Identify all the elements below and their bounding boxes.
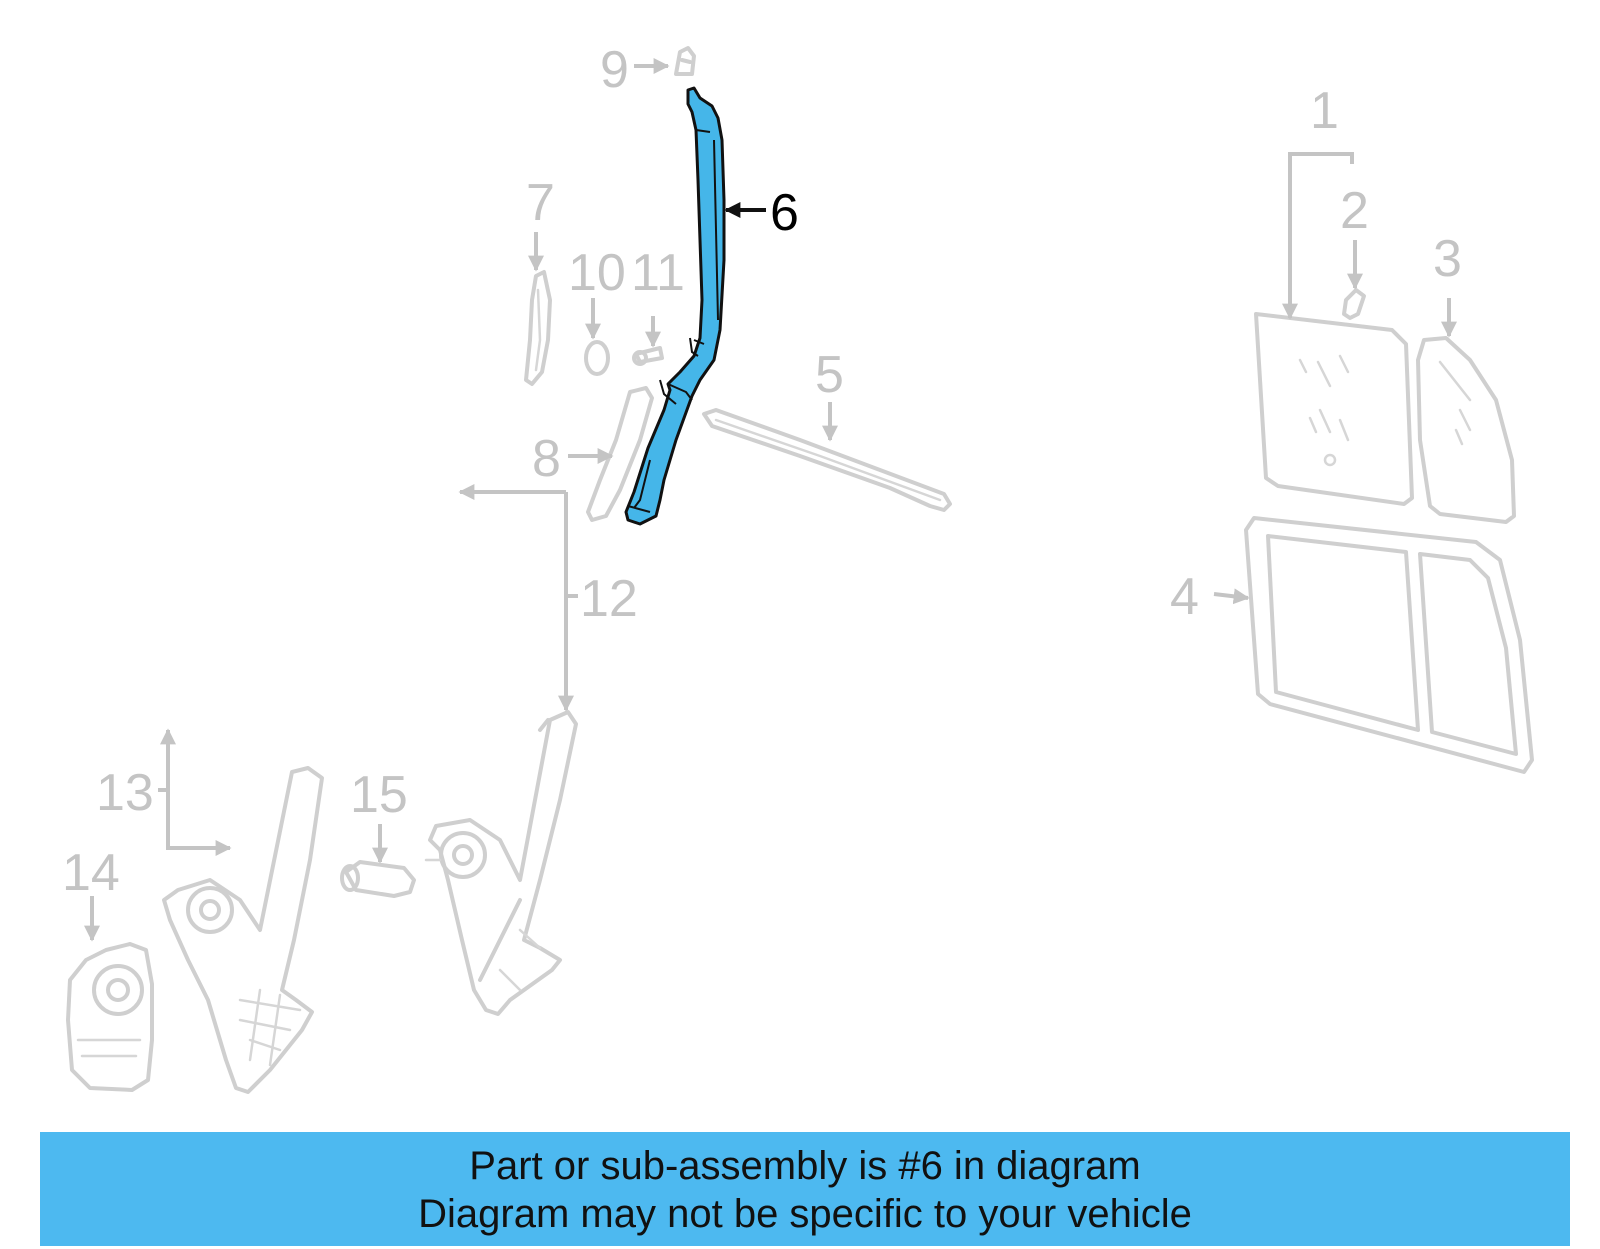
part-1-glass[interactable] bbox=[1254, 312, 1414, 506]
part-4-window-frame[interactable] bbox=[1244, 516, 1534, 774]
part-15-bushing[interactable] bbox=[340, 860, 416, 898]
part-14-motor[interactable] bbox=[66, 942, 154, 1092]
banner-line-2: Diagram may not be specific to your vehi… bbox=[418, 1192, 1192, 1236]
part-13-regulator[interactable] bbox=[162, 766, 324, 1094]
part-11-screw[interactable] bbox=[632, 346, 664, 366]
callout-7: 7 bbox=[526, 174, 555, 232]
callout-6: 6 bbox=[770, 184, 799, 242]
callout-9: 9 bbox=[600, 41, 629, 99]
callout-1: 1 bbox=[1310, 82, 1339, 140]
callout-10: 10 bbox=[568, 244, 626, 302]
parts-diagram: 9 1 2 3 4 5 6 7 8 10 11 12 13 14 15 bbox=[62, 41, 1534, 1094]
part-6-pillar-trim[interactable] bbox=[624, 86, 726, 526]
callout-15: 15 bbox=[350, 766, 408, 824]
part-8-curved-trim[interactable] bbox=[586, 386, 654, 522]
part-10-grommet[interactable] bbox=[584, 340, 610, 376]
callout-8: 8 bbox=[532, 430, 561, 488]
part-2-clip[interactable] bbox=[1342, 288, 1366, 320]
callout-13: 13 bbox=[96, 764, 154, 822]
info-banner: Part or sub-assembly is #6 in diagram Di… bbox=[40, 1132, 1570, 1246]
callout-11: 11 bbox=[631, 244, 685, 302]
part-9-clip[interactable] bbox=[674, 46, 696, 76]
callout-12: 12 bbox=[580, 570, 638, 628]
callout-3: 3 bbox=[1433, 230, 1462, 288]
part-3-vent-glass[interactable] bbox=[1416, 336, 1516, 524]
part-12-regulator[interactable] bbox=[424, 710, 578, 1016]
callout-2: 2 bbox=[1340, 182, 1369, 240]
part-5-rail[interactable] bbox=[702, 408, 952, 512]
part-7-trim-strip[interactable] bbox=[524, 270, 552, 386]
callout-4: 4 bbox=[1170, 568, 1199, 626]
callout-14: 14 bbox=[62, 844, 120, 902]
callout-5: 5 bbox=[815, 346, 844, 404]
banner-line-1: Part or sub-assembly is #6 in diagram bbox=[469, 1144, 1141, 1188]
